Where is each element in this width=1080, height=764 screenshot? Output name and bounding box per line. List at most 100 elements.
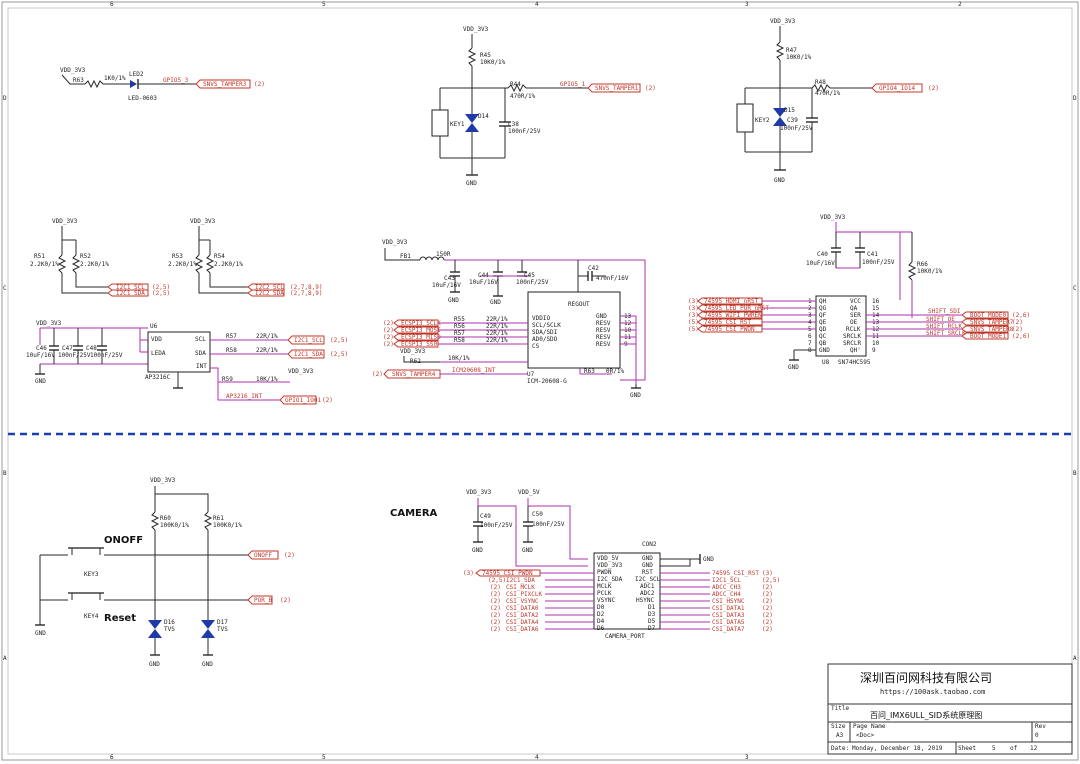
camera-title: CAMERA <box>390 508 438 519</box>
sheet-ref: (2,5) <box>330 351 348 358</box>
frame-col-label: 3 <box>745 754 749 761</box>
resistor-ref: R66 <box>917 261 928 268</box>
chip-pin: VCC <box>850 298 861 305</box>
resistor-ref: R44 <box>510 81 521 88</box>
net-label: SHIFT_SDI <box>928 308 961 315</box>
sheet-ref: (2) <box>383 320 394 327</box>
chip-pin: AD0/SDO <box>532 336 558 343</box>
net-label: 74595_WIFI_PWREN <box>704 312 762 319</box>
chip-pin: CS <box>532 343 540 350</box>
net-label: I2C2_SDA <box>255 290 284 297</box>
pin-number: 10 <box>872 340 880 347</box>
cap-ref: C38 <box>508 121 519 128</box>
gnd-label: GND <box>774 177 785 184</box>
vdd-label: VDD_3V3 <box>288 368 314 375</box>
chip-pin: VDD <box>151 336 162 343</box>
resistor-value: 10K/1% <box>256 376 278 383</box>
connector-pin: VSYNC <box>597 597 615 604</box>
resistor-value: 2.2K0/1% <box>30 261 59 268</box>
resistor-value: 10K0/1% <box>917 268 943 275</box>
net-label: BOOT_MODE0 <box>970 312 1007 319</box>
net-label: CSI_DATA3 <box>712 612 745 619</box>
sheet-ref: (3) <box>463 570 474 577</box>
date-label: Date: <box>831 745 849 752</box>
connector-pin: PCLK <box>597 590 612 597</box>
net-label: I2C1_SCL <box>712 577 741 584</box>
net-label: BOOT_MODE1 <box>970 333 1007 340</box>
cap-ref: C48 <box>86 345 97 352</box>
net-label: CSI_VSYNC <box>506 598 539 605</box>
cap-value: 10uF/16V <box>806 260 835 267</box>
sheet-ref: (2) <box>1012 326 1023 333</box>
camera-right-pins: GND GND RST I2C_SCL ADC1 ADC2 HSYNC D1 D… <box>635 555 661 632</box>
chip-pin: LEDA <box>151 350 166 357</box>
sheet-ref: (3) <box>688 298 699 305</box>
resistor-value: 22R/1% <box>486 316 508 323</box>
chip-part: AP3216C <box>145 374 171 381</box>
resistor-value: 22R/1% <box>256 333 278 340</box>
resistor-ref: R59 <box>222 376 233 383</box>
connector-pin: RST <box>642 569 653 576</box>
cap-ref: C43 <box>444 275 455 282</box>
gnd-label: GND <box>703 556 714 563</box>
resistor-value: 22R/1% <box>256 347 278 354</box>
frame-row-label: A <box>3 655 7 662</box>
chip-pin: SCL/SCLK <box>532 322 561 329</box>
date-value: Monday, December 18, 2019 <box>852 745 943 752</box>
connector-pin: D3 <box>648 611 656 618</box>
cap-value: 100nF/25V <box>780 125 813 132</box>
connector-pin: D1 <box>648 604 656 611</box>
sheet-ref: (2,5) <box>152 290 170 297</box>
sheet-ref: (2,5) <box>762 577 780 584</box>
net-label: CSI_HSYNC <box>712 598 745 605</box>
chip-pin: SER <box>850 312 861 319</box>
net-label: ECSPI3_MOSI <box>401 327 441 334</box>
resistor-ref: R63 <box>73 77 84 84</box>
chip-pin: SDA <box>195 350 206 357</box>
rev-label: Rev <box>1035 723 1046 730</box>
sheet-ref: (2) <box>383 341 394 348</box>
sheet-ref: (2) <box>762 619 773 626</box>
resistor-ref: R53 <box>172 253 183 260</box>
chip-pin: GND <box>819 347 830 354</box>
cap-value: 470nF/16V <box>596 275 629 282</box>
onoff-title: ONOFF <box>104 535 143 546</box>
chip-pin: SRCLR <box>843 340 861 347</box>
sheet-ref: (2) <box>762 598 773 605</box>
frame-row-label: B <box>3 470 7 477</box>
sheet-inner-frame <box>7 7 1073 755</box>
frame-column-labels: 6 5 4 3 2 6 5 4 3 <box>110 1 962 761</box>
cap-value: 10uF/16V <box>26 352 55 359</box>
net-label: SHIFT_RCLK <box>926 323 963 330</box>
connector-pin: ADC1 <box>640 583 655 590</box>
icm20608-circuit: VDD_3V3 FB1 150R C43 10uF/16V C44 10uF/1… <box>372 239 646 399</box>
sheet-ref: (2) <box>280 597 291 604</box>
cap-value: 10uF/16V <box>432 282 461 289</box>
net-label: CSI_DATA1 <box>712 605 745 612</box>
net-label: 74595_CSI_RST <box>704 319 751 326</box>
frame-col-label: 6 <box>110 754 114 761</box>
resistor-value: 22R/1% <box>486 330 508 337</box>
sheet-ref: (3) <box>762 570 773 577</box>
gnd-label: GND <box>35 630 46 637</box>
resistor-value: 2.2K0/1% <box>80 261 109 268</box>
chip-part: SN74HC595 <box>838 359 871 366</box>
drawing-title: 百问_IMX6ULL_SID系统原理图 <box>870 710 982 720</box>
sheet-label: Sheet <box>958 745 976 752</box>
net-label: CSI_PIXCLK <box>506 591 543 598</box>
chip-pin: QH' <box>850 347 861 354</box>
resistor-value: 22R/1% <box>486 323 508 330</box>
resistor-value: 470R/1% <box>815 90 841 97</box>
tvs-ref: D14 <box>478 113 489 120</box>
chip-ref: U6 <box>150 323 158 330</box>
cap-value: 100nF/25V <box>58 352 91 359</box>
resistor-ref: 10K/1% <box>448 355 470 362</box>
pin-number: 7 <box>808 340 812 347</box>
tvs-ref: D17 <box>217 619 228 626</box>
hc595-circuit: VDD_3V3 C40 10uF/16V C41 100nF/25V R66 1… <box>688 214 1030 371</box>
connector-part: CAMERA_PORT <box>605 633 645 640</box>
tvs-ref: D16 <box>164 619 175 626</box>
sheet-ref: (2,5) <box>330 337 348 344</box>
led-ref: LED2 <box>129 71 144 78</box>
chip-pin: OE <box>850 319 858 326</box>
